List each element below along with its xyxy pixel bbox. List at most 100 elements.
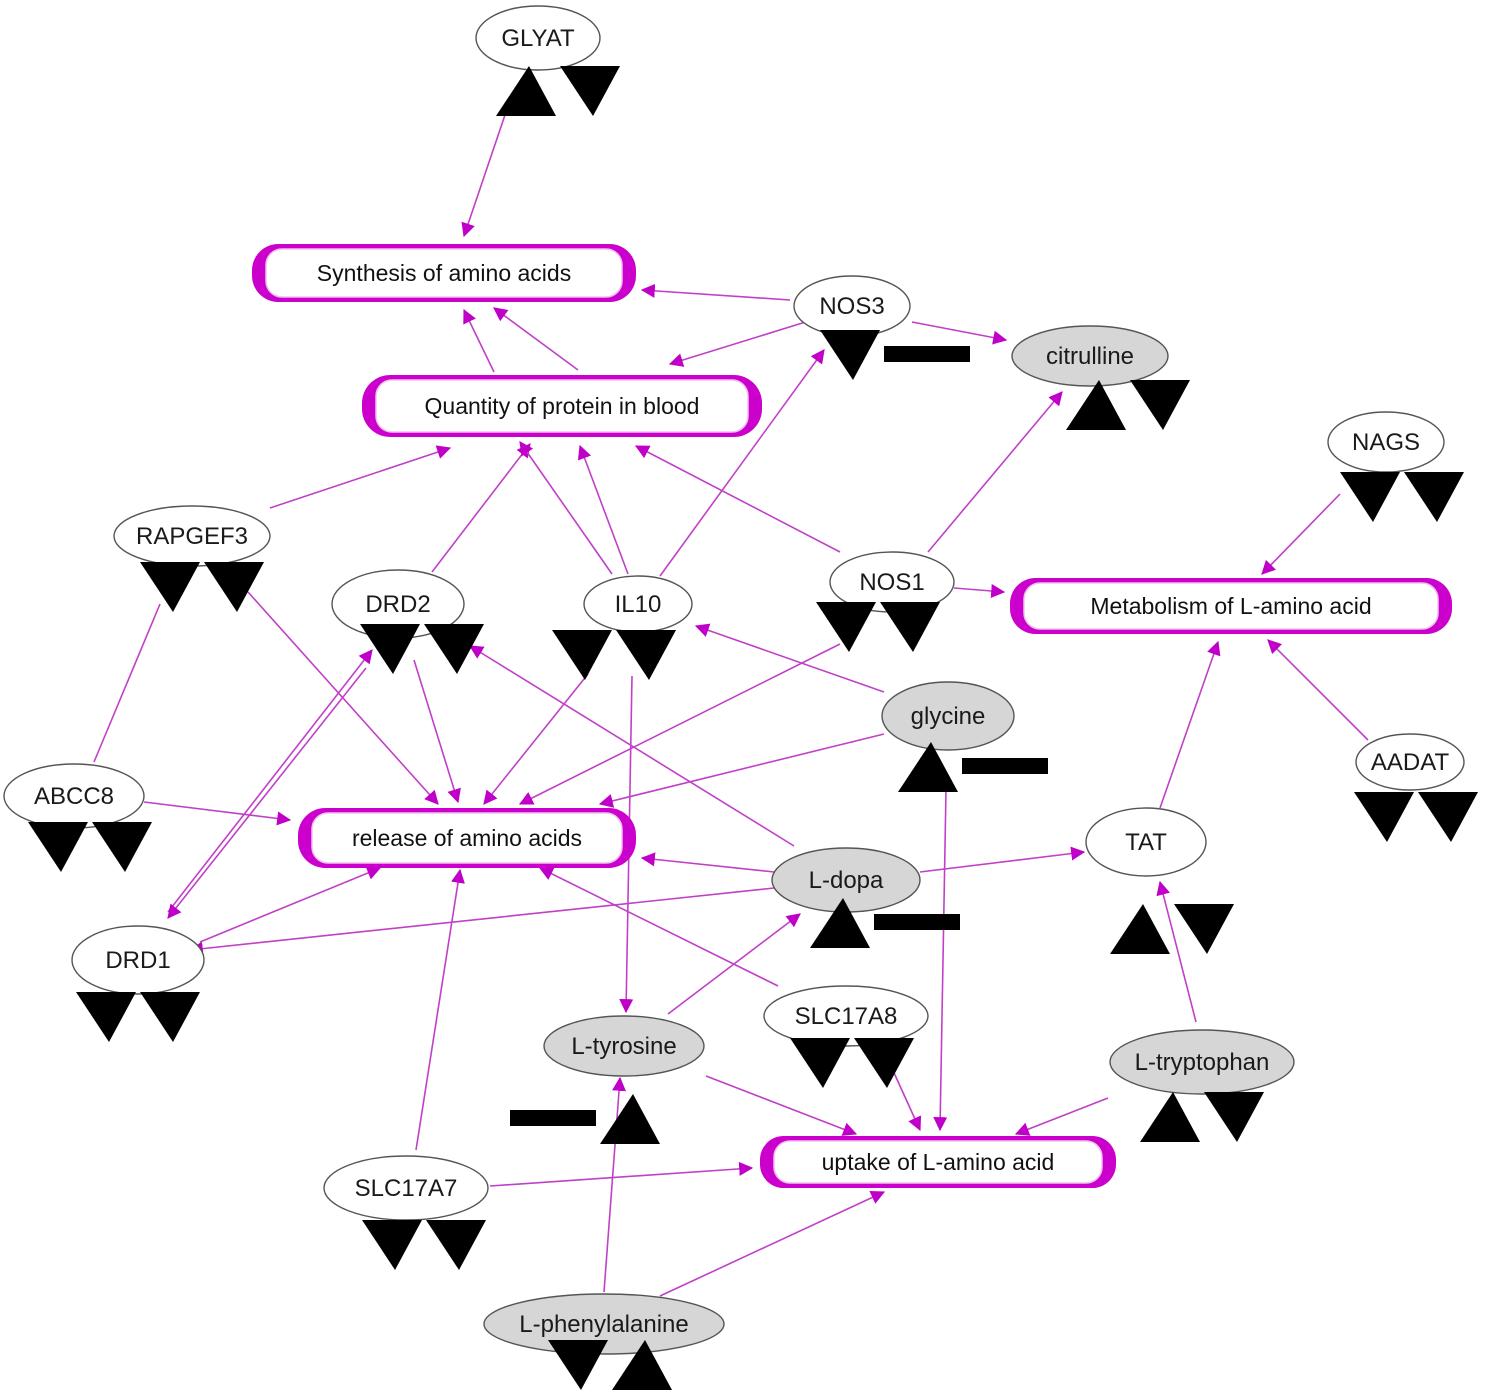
edge-slc17a7-to-release: [415, 868, 465, 1151]
metabolite-ellipse: [1109, 1029, 1295, 1095]
function-node-quantity[interactable]: Quantity of protein in blood: [362, 375, 762, 437]
edge-ltryptophan-to-tat: [1156, 880, 1197, 1023]
node-label: GLYAT: [501, 25, 575, 52]
node-aadat[interactable]: AADAT: [1354, 733, 1478, 842]
function-node-synthesis[interactable]: Synthesis of amino acids: [252, 244, 636, 302]
node-ldopa[interactable]: L-dopa: [771, 847, 960, 948]
node-label: NOS3: [819, 293, 884, 320]
node-nos3[interactable]: NOS3: [793, 275, 970, 380]
node-citrulline[interactable]: citrulline: [1011, 325, 1190, 430]
node-nos1[interactable]: NOS1: [816, 551, 955, 652]
node-slc17a8[interactable]: SLC17A8: [763, 985, 929, 1088]
node-il10[interactable]: IL10: [552, 575, 693, 680]
down-regulated-icon: [854, 1038, 914, 1088]
edge-nos3-to-citrulline: [911, 321, 1008, 345]
edge-nos1-to-release: [518, 643, 841, 805]
node-rapgef3[interactable]: RAPGEF3: [113, 505, 271, 612]
edge-nags-to-metabolism: [1261, 493, 1341, 575]
expression-markers: [510, 1094, 660, 1144]
up-regulated-icon: [1140, 1092, 1200, 1142]
down-regulated-icon: [616, 630, 676, 680]
node-slc17a7[interactable]: SLC17A7: [323, 1155, 489, 1270]
node-label: SLC17A7: [355, 1175, 458, 1202]
function-body: [311, 812, 623, 864]
expression-markers: [1110, 904, 1234, 954]
node-nags[interactable]: NAGS: [1327, 411, 1464, 522]
node-label: citrulline: [1046, 343, 1134, 370]
down-regulated-icon: [1204, 1092, 1264, 1142]
metabolite-ellipse: [543, 1015, 705, 1077]
down-regulated-icon: [140, 562, 200, 612]
node-label: L-tryptophan: [1135, 1049, 1270, 1076]
down-regulated-icon: [426, 1220, 486, 1270]
node-glyat[interactable]: GLYAT: [475, 5, 620, 116]
function-body: [375, 379, 749, 433]
down-regulated-icon: [1418, 792, 1478, 842]
metabolite-ellipse: [1011, 325, 1169, 387]
expression-markers: [898, 742, 1048, 792]
expression-markers: [76, 992, 200, 1042]
edge-nos1-to-metabolism: [953, 583, 1006, 598]
edge-slc17a8-to-release: [538, 867, 779, 987]
edge-rapgef3-to-quantity: [269, 445, 452, 509]
expression-markers: [1066, 380, 1190, 430]
edge-ldopa-to-tat: [919, 846, 1086, 873]
node-abcc8[interactable]: ABCC8: [3, 763, 152, 872]
edge-nos3-to-quantity: [668, 319, 813, 367]
down-regulated-icon: [1354, 792, 1414, 842]
node-label: glycine: [911, 703, 986, 730]
edges-layer: [93, 111, 1369, 1297]
down-regulated-icon: [362, 1220, 422, 1270]
up-regulated-icon: [1110, 904, 1170, 954]
down-regulated-icon: [360, 624, 420, 674]
edge-drd2-to-quantity: [431, 443, 531, 573]
edge-ldopa-to-drd1: [188, 887, 775, 956]
node-tat[interactable]: TAT: [1085, 807, 1234, 954]
function-node-uptake[interactable]: uptake of L-amino acid: [760, 1136, 1116, 1188]
down-regulated-icon: [790, 1038, 850, 1088]
edge-nos3-to-synthesis: [640, 283, 791, 301]
node-glycine[interactable]: glycine: [881, 681, 1048, 792]
function-node-release[interactable]: release of amino acids: [298, 808, 636, 868]
node-label: L-tyrosine: [571, 1033, 676, 1060]
node-drd2[interactable]: DRD2: [331, 569, 484, 674]
node-label: NAGS: [1352, 429, 1420, 456]
function-body: [773, 1140, 1103, 1184]
down-regulated-icon: [28, 822, 88, 872]
node-ltyrosine[interactable]: L-tyrosine: [510, 1015, 705, 1144]
gene-ellipse: [1085, 807, 1207, 877]
expression-markers: [140, 562, 264, 612]
node-drd1[interactable]: DRD1: [71, 925, 205, 1042]
down-regulated-icon: [820, 330, 880, 380]
edge-glycine-to-release: [598, 733, 885, 808]
edge-il10-to-release: [483, 673, 589, 805]
expression-markers: [1140, 1092, 1264, 1142]
edge-quantity-to-synthesis: [463, 308, 495, 373]
node-lphenylalanine[interactable]: L-phenylalanine: [483, 1293, 725, 1390]
node-label: AADAT: [1371, 749, 1450, 776]
node-ltryptophan[interactable]: L-tryptophan: [1109, 1029, 1295, 1142]
down-regulated-icon: [1130, 380, 1190, 430]
expression-markers: [790, 1038, 914, 1088]
up-regulated-icon: [1066, 380, 1126, 430]
function-body: [1023, 582, 1439, 630]
function-label: Metabolism of L-amino acid: [1090, 593, 1371, 619]
edge-ldopa-to-release: [640, 852, 775, 873]
edge-glycine-to-il10: [694, 623, 885, 693]
edge-drd1-to-release: [199, 866, 382, 943]
edge-il10-to-quantity: [577, 444, 629, 575]
edge-drd2-to-drd1: [167, 667, 367, 919]
node-label: ABCC8: [34, 783, 114, 810]
node-label: NOS1: [859, 569, 924, 596]
edge-abcc8-to-release: [143, 801, 292, 826]
node-label: L-phenylalanine: [519, 1311, 688, 1338]
function-node-metabolism[interactable]: Metabolism of L-amino acid: [1010, 578, 1452, 634]
down-regulated-icon: [880, 602, 940, 652]
expression-markers: [362, 1220, 486, 1270]
expression-markers: [548, 1340, 672, 1390]
edge-drd1-to-drd2: [167, 649, 373, 913]
edge-nos1-to-citrulline: [927, 391, 1063, 553]
unchanged-bar-icon: [962, 758, 1048, 774]
gene-ellipse: [71, 925, 205, 995]
down-regulated-icon: [816, 602, 876, 652]
